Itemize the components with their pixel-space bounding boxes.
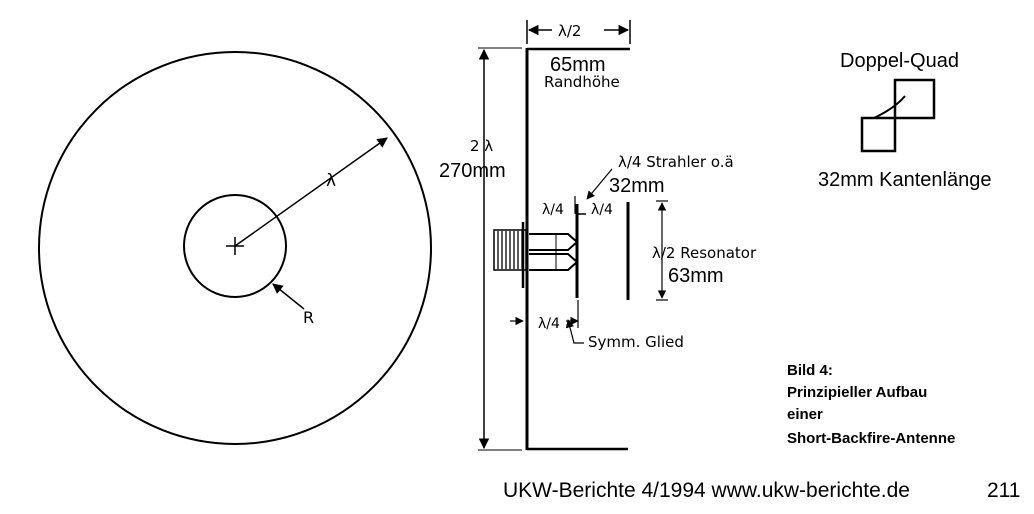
radiator-leader: [586, 168, 613, 200]
caption-line-2: Prinzipieller Aufbau: [787, 384, 927, 401]
footer-source: UKW-Berichte 4/1994 www.ukw-berichte.de: [503, 479, 910, 502]
caption-line-3: einer: [787, 406, 823, 423]
balun-coax-lower: [529, 253, 579, 271]
outer-reflector-circle: [38, 51, 432, 445]
caption-line-1: Bild 4:: [787, 362, 833, 379]
caption-line-4: Short-Backfire-Antenne: [787, 430, 955, 447]
disc-view: λ R: [38, 51, 432, 445]
figure-caption: Bild 4: Prinzipieller Aufbau einer Short…: [787, 362, 955, 447]
lambda-radius-arrow: [234, 137, 388, 247]
rim-height-value: 65mm: [550, 54, 606, 76]
diameter-2lambda-label: 2 λ: [470, 137, 493, 155]
rim-height-caption: Randhöhe: [544, 73, 620, 91]
radiator-caption: λ/4 Strahler o.ä: [618, 153, 734, 171]
lambda-label: λ: [326, 171, 336, 191]
doppel-quad-title: Doppel-Quad: [840, 50, 959, 72]
balun-coax-upper: [529, 233, 579, 251]
radius-label: R: [303, 308, 314, 327]
connector-hatching: [497, 231, 523, 269]
footer-page-number: 211: [987, 479, 1020, 502]
doppel-quad-edge-caption: 32mm Kantenlänge: [818, 169, 991, 191]
side-view: λ/2 65mm Randhöhe 2 λ 270mm: [439, 20, 757, 451]
doppel-quad: Doppel-Quad 32mm Kantenlänge: [818, 50, 991, 191]
quarter-left-label: λ/4: [542, 202, 564, 218]
rim-half-lambda-label: λ/2: [558, 22, 581, 40]
radius-r-leader: [272, 283, 305, 310]
inner-reflector-circle: [183, 194, 287, 298]
doppel-quad-icon: [860, 78, 936, 153]
radiator-value: 32mm: [609, 175, 665, 197]
diameter-value: 270mm: [439, 160, 506, 182]
balun-caption: Symm. Glied: [588, 333, 684, 351]
doppel-quad-diagonal: [873, 95, 906, 119]
resonator-caption: λ/2 Resonator: [652, 244, 757, 262]
quarter-right-label: λ/4: [591, 202, 613, 218]
bottom-quarter-label: λ/4: [538, 316, 560, 332]
balun-leader: [565, 319, 584, 344]
resonator-value: 63mm: [668, 265, 724, 287]
